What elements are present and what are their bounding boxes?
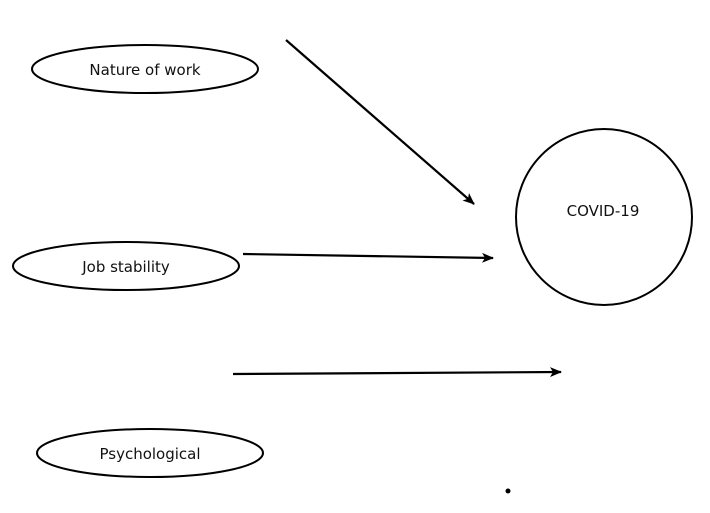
factor-ellipse (36, 428, 264, 478)
stray-dot (505, 488, 511, 494)
outcome-node-covid19: COVID-19 (515, 128, 693, 306)
factor-node-job-stability: Job stability (12, 241, 240, 291)
factor-ellipse (31, 44, 259, 94)
arrow-nature-of-work-to-covid19 (285, 39, 475, 205)
outcome-circle (515, 128, 693, 306)
factor-ellipse (12, 241, 240, 291)
factor-label: Psychological (99, 445, 200, 463)
factor-node-nature-of-work: Nature of work (31, 44, 259, 94)
factor-label: Nature of work (89, 61, 200, 79)
arrow-psychological-to-covid19 (232, 367, 562, 378)
outcome-label: COVID-19 (567, 202, 640, 220)
arrow-job-stability-to-covid19 (242, 252, 494, 263)
factor-label: Job stability (81, 258, 170, 276)
factor-node-psychological: Psychological (36, 428, 264, 478)
